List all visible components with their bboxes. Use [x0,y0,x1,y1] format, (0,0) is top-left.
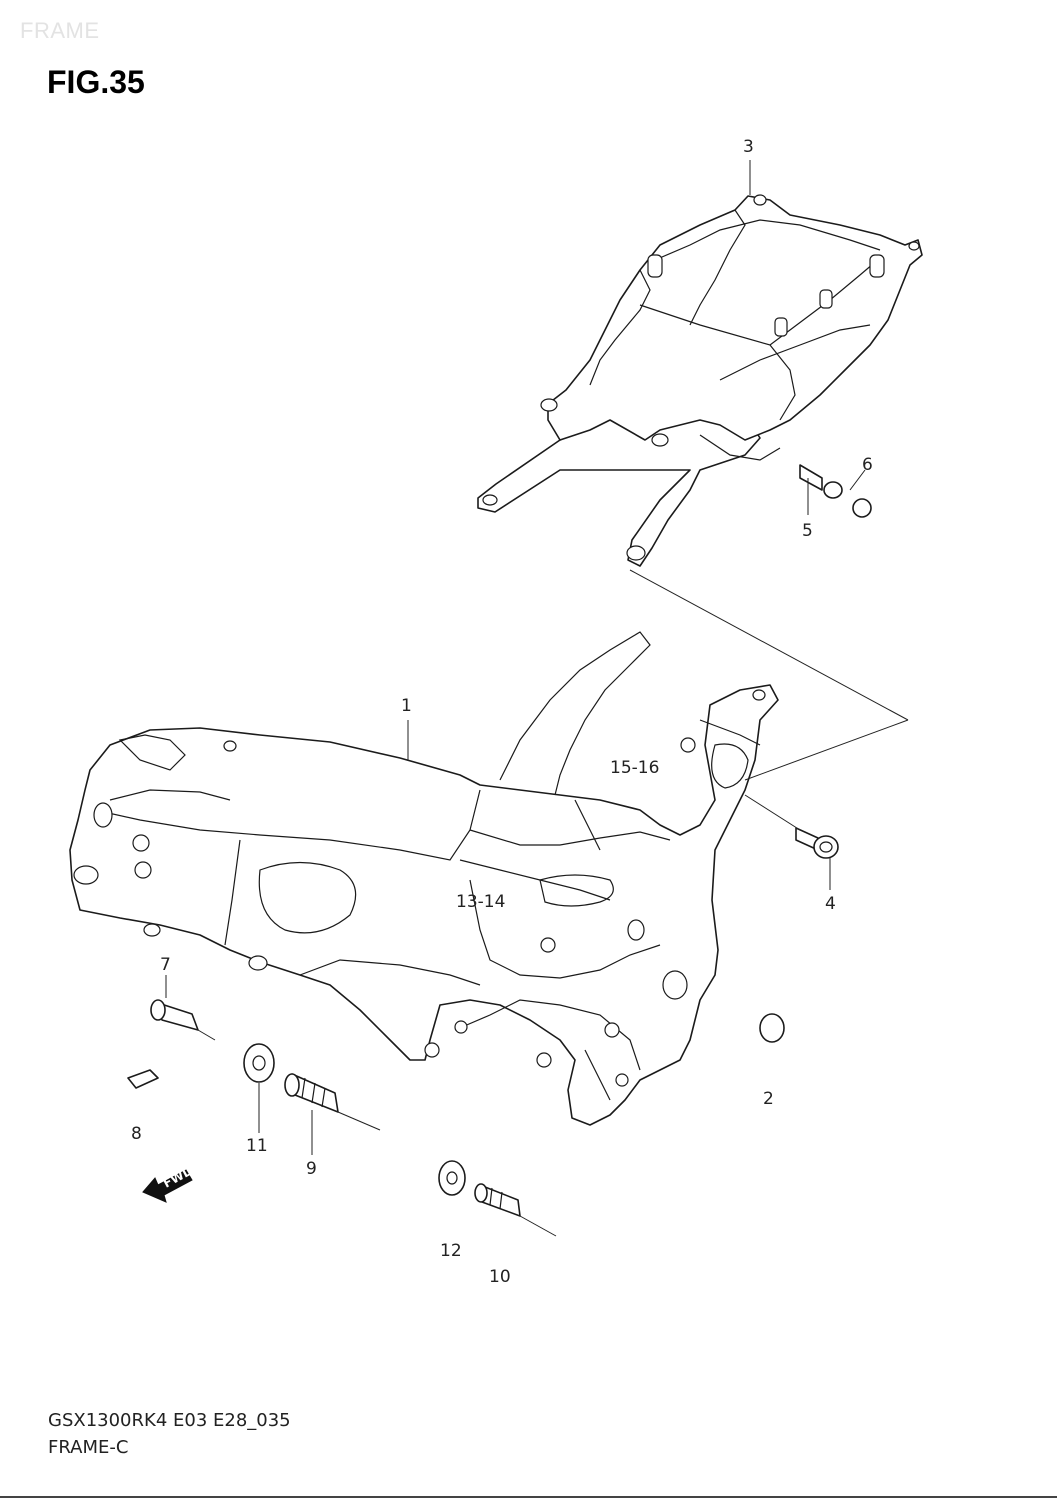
frame-bolt [795,827,839,859]
callout-2: 2 [763,1089,774,1109]
seat-rail-subframe [477,194,923,567]
spacer-and-adjuster-lower [438,1160,521,1217]
callout-12: 12 [440,1241,462,1261]
callout-4: 4 [825,894,836,914]
callout-10: 10 [489,1267,511,1287]
leader-lines [165,160,909,1237]
subframe-bolt-set [799,464,872,518]
figure-title: FIG.35 [47,64,145,100]
callout-3: 3 [743,137,754,157]
callout-5: 5 [802,521,813,541]
callout-8: 8 [131,1124,142,1144]
callout-11: 11 [246,1136,268,1156]
section-label: FRAME [20,18,100,43]
callout-13-14: 13-14 [456,892,505,912]
callout-15-16: 15-16 [610,758,659,778]
spacer-and-adjuster-upper [243,1043,339,1113]
callout-1: 1 [401,696,412,716]
forward-arrow-icon: FWD [142,1164,195,1203]
page-border [0,1496,1057,1498]
frame-cap [759,1013,785,1043]
main-frame [69,631,779,1126]
diagram-name: FRAME-C [48,1437,129,1458]
engine-mount-collar [150,999,199,1031]
callout-7: 7 [160,955,171,975]
model-code: GSX1300RK4 E03 E28_035 [48,1410,291,1431]
callout-9: 9 [306,1159,317,1179]
small-bolt [127,1069,159,1089]
callout-6: 6 [862,455,873,475]
